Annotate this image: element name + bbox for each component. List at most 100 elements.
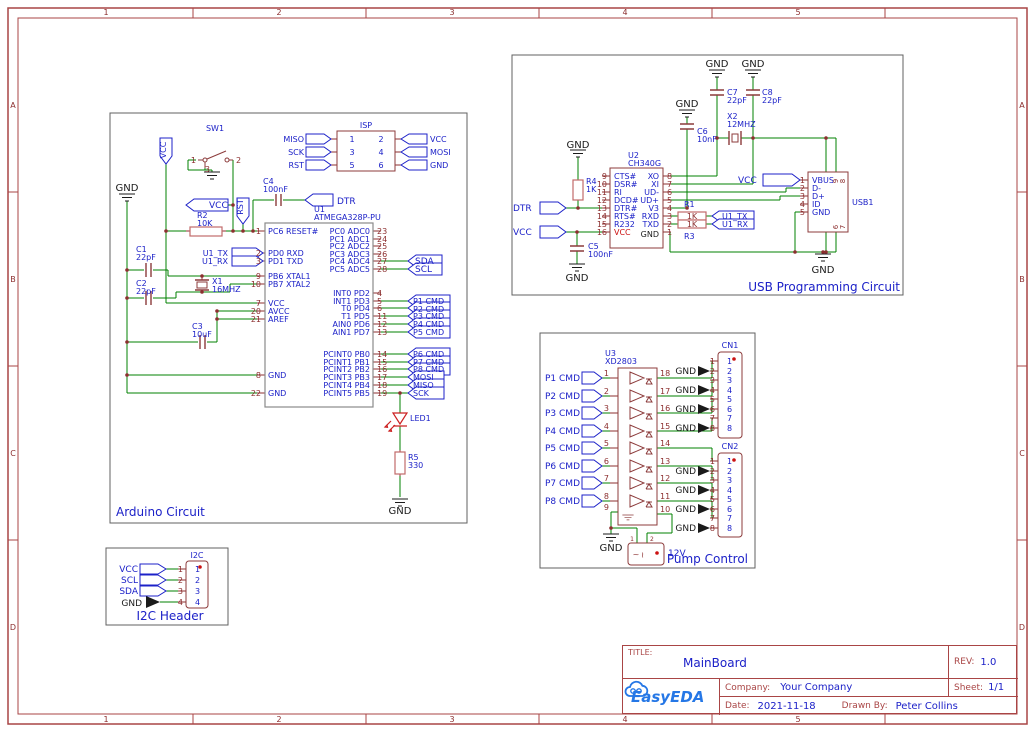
usb1-ref: USB1	[852, 198, 874, 207]
c5-capacitor[interactable]	[570, 245, 584, 252]
r4-resistor[interactable]	[572, 179, 584, 201]
arduino-label: PC1 ADC1	[330, 235, 370, 244]
usb-label: RXD	[642, 212, 659, 221]
net-flag-shapes	[159, 133, 451, 400]
pump-label: 2	[650, 536, 654, 543]
arduino-label: MISO	[283, 135, 304, 144]
i2c-label: 4	[178, 598, 183, 607]
c4-capacitor[interactable]	[275, 194, 282, 206]
dtr-flag-icon	[539, 201, 567, 215]
usb-label: 9	[602, 172, 607, 181]
usb-label: XI	[651, 180, 659, 189]
usb-label: GND	[812, 208, 830, 217]
ground-earth-icon	[118, 193, 136, 202]
led1-led[interactable]	[383, 412, 409, 432]
arduino-label: SCK	[288, 148, 305, 157]
c8-capacitor[interactable]	[746, 89, 760, 96]
isp-connector[interactable]	[336, 130, 396, 172]
x1-crystal[interactable]	[195, 279, 209, 291]
gnd-arrow-icon	[698, 385, 710, 395]
i2c-label: 4	[195, 598, 200, 607]
usb-label: 10	[597, 180, 607, 189]
x1-ref: X1	[212, 277, 223, 286]
u2-ch340g-chip[interactable]	[609, 167, 664, 249]
r2-value: 10K	[197, 219, 213, 228]
isp-flag-icon	[400, 146, 428, 158]
arduino-label: RST	[288, 161, 304, 170]
x2-crystal[interactable]	[728, 131, 742, 145]
pump-control-section	[539, 332, 756, 569]
usb-section-box	[511, 54, 904, 296]
pump-label: 3	[727, 476, 732, 485]
i2c-section-box	[105, 547, 229, 626]
sheet-title: MainBoard	[683, 656, 747, 670]
driver-triangles	[629, 371, 646, 508]
isp-flag-icon	[400, 133, 428, 145]
i2c-label: 1	[178, 565, 183, 574]
pump-label: ~	[633, 550, 640, 559]
arduino-label: MOSI	[413, 373, 434, 382]
usb-label: 5	[800, 208, 805, 217]
gnd-net-flag: GND	[706, 59, 729, 70]
logo-cell: EasyEDA	[623, 679, 719, 715]
r5-ref: R5	[408, 453, 419, 462]
arduino-label: P5 CMD	[413, 328, 444, 337]
title-label: TITLE:	[628, 648, 653, 657]
ground-earth-icon	[569, 149, 587, 158]
cn1-connector[interactable]	[717, 351, 743, 439]
r3-resistor[interactable]	[677, 219, 707, 229]
date-label: Date:	[725, 701, 750, 711]
p1-cmd-net-flag: P1 CMD	[413, 297, 444, 306]
arduino-label: 27	[377, 257, 387, 266]
arduino-label: T1 PD5	[340, 312, 370, 321]
vcc-flag-icon	[159, 137, 173, 165]
u1-atmega328p-chip[interactable]	[264, 222, 374, 408]
pump-label: 8	[710, 424, 715, 433]
arduino-label: 18	[377, 381, 387, 390]
r5-resistor[interactable]	[394, 451, 406, 475]
usb-label: 12	[597, 196, 607, 205]
i2c-connector[interactable]	[185, 560, 209, 609]
gnd-net-flag: GND	[121, 599, 142, 609]
u3-xd2803-chip[interactable]	[617, 367, 658, 526]
frame-row-label: A	[1019, 101, 1025, 110]
arduino-label: 12	[377, 320, 387, 329]
arduino-label: PB7 XTAL2	[268, 280, 311, 289]
isp-flag-icon	[305, 133, 332, 145]
c1-capacitor[interactable]	[145, 263, 152, 277]
usb-label: UD-	[644, 188, 659, 197]
c3-value: 10uF	[192, 330, 212, 339]
r4-value: 1K	[586, 185, 597, 194]
arduino-label: PB6 XTAL1	[268, 272, 311, 281]
cn2-connector[interactable]	[717, 452, 743, 538]
usb-label: CTS#	[614, 172, 637, 181]
scl-flag-icon	[407, 262, 443, 276]
arduino-label: PCINT1 PB1	[323, 358, 370, 367]
usb-label: 7	[667, 180, 672, 189]
c3-capacitor[interactable]	[199, 335, 206, 349]
title-block: TITLE: MainBoard REV: 1.0 EasyEDA Compan…	[622, 645, 1018, 715]
usb-label: VCC	[614, 228, 631, 237]
sw1-switch[interactable]	[198, 150, 233, 168]
cn1-ref: CN1	[722, 341, 739, 350]
arduino-label: GND	[430, 161, 448, 170]
arduino-label: P8 CMD	[413, 365, 444, 374]
pump-label: 8	[727, 524, 732, 533]
wires	[160, 568, 186, 603]
date-value: 2021-11-18	[757, 700, 816, 712]
r2-resistor[interactable]	[189, 226, 223, 237]
c6-capacitor[interactable]	[680, 123, 694, 130]
gnd-arrow-icon	[698, 485, 710, 495]
usb-label: 2	[667, 220, 672, 229]
pump-label: 1	[710, 357, 715, 366]
ground-earth-icon	[602, 533, 620, 542]
r5-value: 330	[408, 461, 423, 470]
usb1-connector[interactable]	[807, 171, 849, 233]
arduino-label: PC4 ADC4	[330, 257, 370, 266]
12v-connector[interactable]	[627, 542, 665, 566]
c8-value: 22pF	[762, 96, 782, 105]
usb-label: DTR#	[614, 204, 638, 213]
c7-capacitor[interactable]	[710, 89, 724, 96]
c2-capacitor[interactable]	[145, 291, 152, 305]
frame-column-label: 5	[795, 715, 800, 724]
